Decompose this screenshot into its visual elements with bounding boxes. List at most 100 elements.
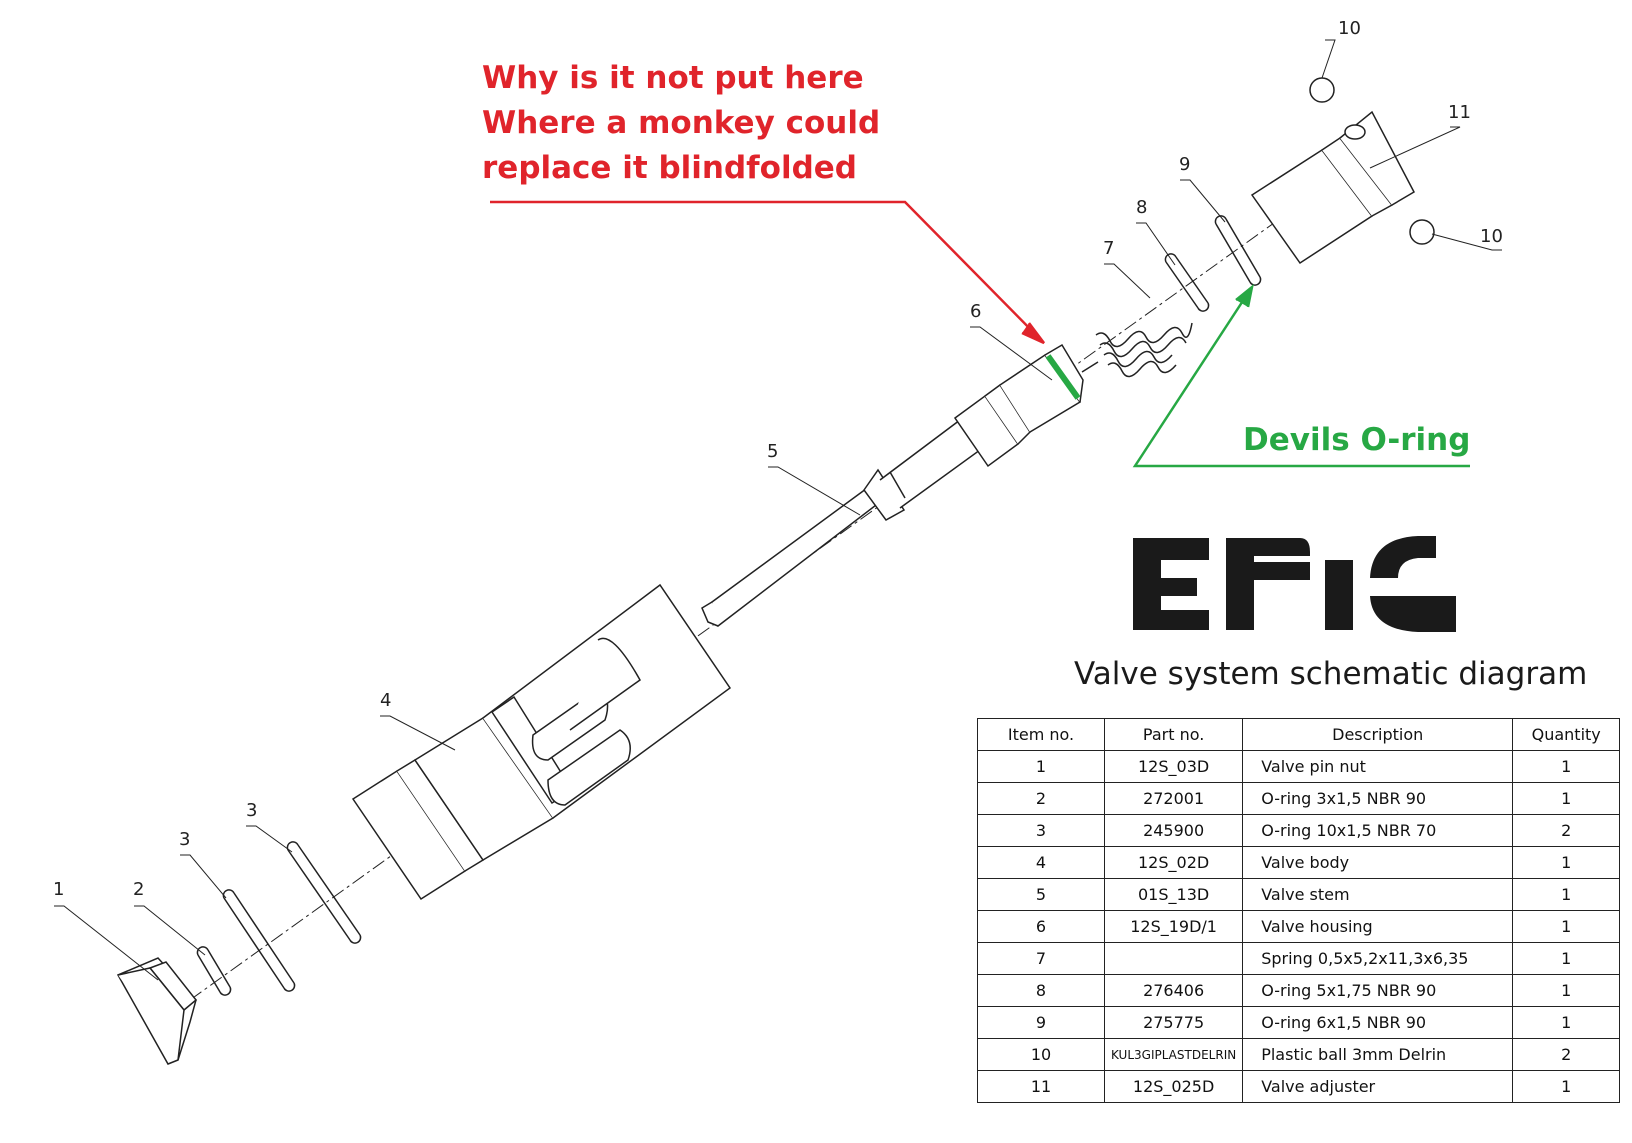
table-row: 2 272001 O-ring 3x1,5 NBR 90 1 [977,782,1621,815]
item-no-cell: 8 [977,974,1105,1007]
table-row: 9 275775 O-ring 6x1,5 NBR 90 1 [977,1006,1621,1039]
quantity-cell: 1 [1512,782,1621,815]
item-no-cell: 1 [977,750,1105,783]
description-cell: Spring 0,5x5,2x11,3x6,35 [1242,942,1514,975]
part-no-cell: 12S_19D/1 [1103,910,1244,943]
callout-3a: 3 [179,829,190,850]
table-row: 1 12S_03D Valve pin nut 1 [977,750,1621,783]
quantity-cell: 1 [1512,750,1621,783]
callout-10a: 10 [1338,18,1361,39]
description-cell: O-ring 10x1,5 NBR 70 [1242,814,1514,847]
quantity-cell: 1 [1512,910,1621,943]
description-cell: Valve housing [1242,910,1514,943]
red-annotation-arrow [490,200,1045,345]
red-note-line-1: Why is it not put here [482,60,864,96]
part-3-o-ring-a [222,889,296,992]
part-no-cell [1103,942,1244,975]
callout-10b: 10 [1480,226,1503,247]
item-no-cell: 5 [977,878,1105,911]
red-note-line-3: replace it blindfolded [482,150,857,186]
header-quantity: Quantity [1512,718,1621,751]
part-no-cell: 276406 [1103,974,1244,1007]
quantity-cell: 1 [1512,878,1621,911]
part-no-cell: 12S_03D [1103,750,1244,783]
table-row: 7 Spring 0,5x5,2x11,3x6,35 1 [977,942,1621,975]
quantity-cell: 2 [1512,1038,1621,1071]
leader-lines [54,39,1502,981]
part-7-spring [1095,322,1193,378]
table-header-row: Item no. Part no. Description Quantity [977,718,1621,751]
header-part-no: Part no. [1103,718,1244,751]
part-8-o-ring [1164,253,1210,312]
part-10-plastic-ball-a [1309,77,1335,103]
part-1-valve-pin-nut [116,957,198,1065]
table-row: 11 12S_025D Valve adjuster 1 [977,1070,1621,1103]
quantity-cell: 1 [1512,1006,1621,1039]
epic-logo [1133,536,1456,632]
item-no-cell: 6 [977,910,1105,943]
diagram-subtitle: Valve system schematic diagram [1074,656,1588,692]
quantity-cell: 1 [1512,942,1621,975]
table-row: 10 KUL3GIPLASTDELRIN Plastic ball 3mm De… [977,1038,1621,1071]
part-11-valve-adjuster [1250,110,1415,265]
callout-numbers: 1 2 3 3 4 5 6 7 8 9 10 11 10 [53,18,1503,900]
callout-8: 8 [1136,197,1147,218]
quantity-cell: 1 [1512,1070,1621,1103]
callout-6: 6 [970,301,981,322]
part-3-o-ring-b [286,841,362,944]
table-row: 4 12S_02D Valve body 1 [977,846,1621,879]
part-no-cell: 01S_13D [1103,878,1244,911]
description-cell: Valve adjuster [1242,1070,1514,1103]
quantity-cell: 1 [1512,846,1621,879]
item-no-cell: 3 [977,814,1105,847]
part-no-cell: 272001 [1103,782,1244,815]
callout-9: 9 [1179,154,1190,175]
callout-7: 7 [1103,238,1114,259]
part-2-o-ring [196,946,232,996]
callout-5: 5 [767,441,778,462]
callout-2: 2 [133,879,144,900]
table-row: 8 276406 O-ring 5x1,75 NBR 90 1 [977,974,1621,1007]
item-no-cell: 10 [977,1038,1105,1071]
item-no-cell: 11 [977,1070,1105,1103]
header-item-no: Item no. [977,718,1105,751]
part-6-valve-housing [953,343,1099,468]
part-no-cell: 12S_025D [1103,1070,1244,1103]
description-cell: Plastic ball 3mm Delrin [1242,1038,1514,1071]
part-9-o-ring [1214,215,1262,286]
item-no-cell: 2 [977,782,1105,815]
description-cell: O-ring 6x1,5 NBR 90 [1242,1006,1514,1039]
table-row: 6 12S_19D/1 Valve housing 1 [977,910,1621,943]
red-annotation-text: Why is it not put here Where a monkey co… [482,56,880,191]
quantity-cell: 2 [1512,814,1621,847]
part-4-valve-body [351,583,732,901]
part-5-valve-stem [701,418,982,627]
bill-of-materials-table: Item no. Part no. Description Quantity 1… [977,718,1621,1103]
callout-11: 11 [1448,102,1471,123]
quantity-cell: 1 [1512,974,1621,1007]
description-cell: O-ring 3x1,5 NBR 90 [1242,782,1514,815]
callout-4: 4 [380,690,391,711]
description-cell: Valve pin nut [1242,750,1514,783]
part-no-cell: 275775 [1103,1006,1244,1039]
item-no-cell: 7 [977,942,1105,975]
item-no-cell: 9 [977,1006,1105,1039]
item-no-cell: 4 [977,846,1105,879]
callout-1: 1 [53,879,64,900]
devils-o-ring-highlight [1045,354,1081,400]
part-no-cell: KUL3GIPLASTDELRIN [1103,1038,1244,1071]
part-10-plastic-ball-b [1409,219,1435,245]
header-description: Description [1242,718,1514,751]
green-annotation-arrow [1132,283,1470,468]
green-annotation-text: Devils O-ring [1243,422,1471,458]
table-row: 3 245900 O-ring 10x1,5 NBR 70 2 [977,814,1621,847]
part-no-cell: 245900 [1103,814,1244,847]
table-row: 5 01S_13D Valve stem 1 [977,878,1621,911]
red-note-line-2: Where a monkey could [482,105,881,141]
description-cell: O-ring 5x1,75 NBR 90 [1242,974,1514,1007]
callout-3b: 3 [246,800,257,821]
description-cell: Valve stem [1242,878,1514,911]
description-cell: Valve body [1242,846,1514,879]
part-no-cell: 12S_02D [1103,846,1244,879]
